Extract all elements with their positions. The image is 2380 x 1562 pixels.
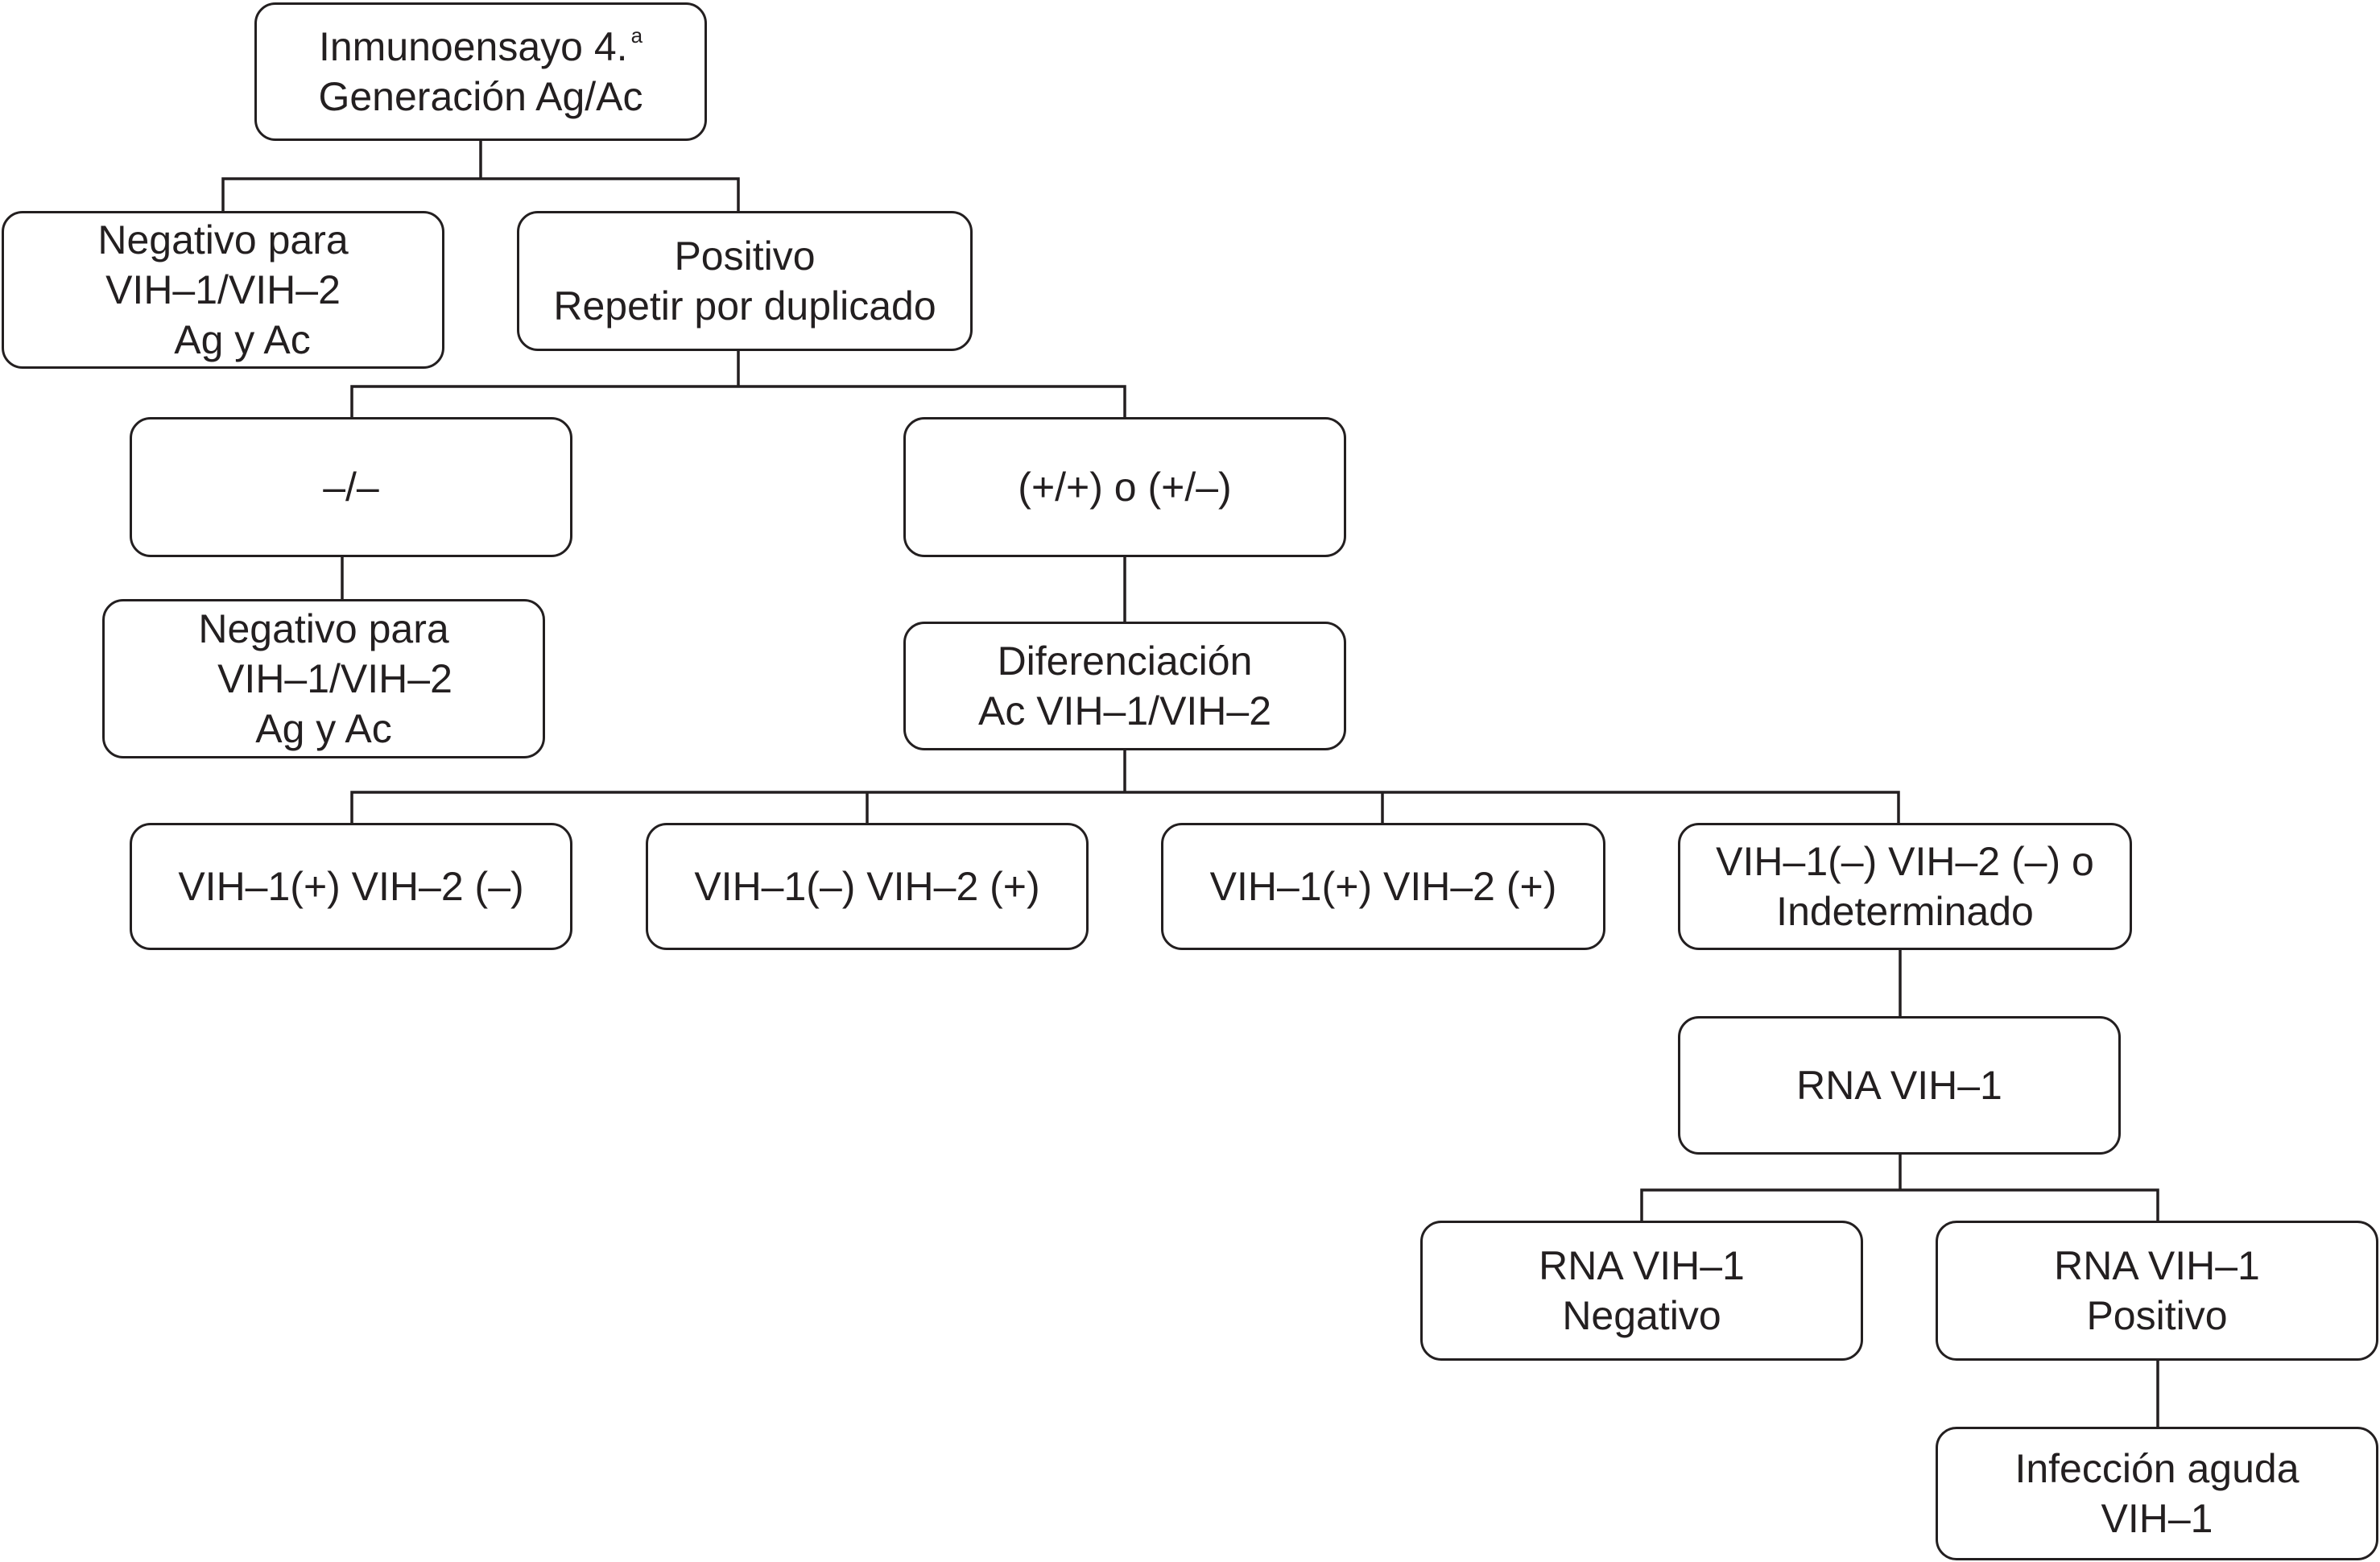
- node-negative-2-line1: Negativo para: [198, 606, 449, 651]
- node-immunoassay-superscript: a: [630, 23, 643, 48]
- connector-positivo-branch: [350, 349, 1126, 419]
- connector-root-branch: [221, 137, 740, 213]
- node-result-both-positive: VIH–1(+) VIH–2 (+): [1161, 823, 1605, 950]
- node-result-hiv2-positive: VIH–1(–) VIH–2 (+): [646, 823, 1089, 950]
- node-immunoassay-title: Inmunoensayo 4.: [318, 24, 628, 69]
- node-result-negative-indeterminate: VIH–1(–) VIH–2 (–) o Indeterminado: [1678, 823, 2132, 950]
- node-immunoassay-subtitle: Generación Ag/Ac: [318, 74, 643, 119]
- node-negative-1-line3: Ag y Ac: [174, 317, 311, 362]
- node-differentiation-line2: Ac VIH–1/VIH–2: [977, 688, 1272, 733]
- node-duplicate-negative-label: –/–: [323, 465, 379, 510]
- node-rna-test-label: RNA VIH–1: [1796, 1063, 2002, 1108]
- node-positive-line1: Positivo: [674, 233, 816, 279]
- node-rna-positive-line2: Positivo: [2086, 1293, 2228, 1338]
- node-rna-negative-line2: Negativo: [1562, 1293, 1721, 1338]
- node-negative-1-line2: VIH–1/VIH–2: [105, 267, 341, 312]
- node-negative-result-2: Negativo para VIH–1/VIH–2 Ag y Ac: [102, 599, 545, 758]
- node-result-both-positive-label: VIH–1(+) VIH–2 (+): [1209, 864, 1557, 909]
- node-result-negative-indeterminate-line2: Indeterminado: [1776, 889, 2034, 934]
- node-rna-positive: RNA VIH–1 Positivo: [1936, 1221, 2378, 1361]
- connector-rna-branch: [1640, 1153, 2159, 1222]
- node-result-negative-indeterminate-line1: VIH–1(–) VIH–2 (–) o: [1716, 839, 2094, 884]
- node-acute-infection: Infección aguda VIH–1: [1936, 1427, 2378, 1560]
- node-duplicate-positive-label: (+/+) o (+/–): [1018, 465, 1232, 510]
- node-acute-infection-line2: VIH–1: [2101, 1496, 2213, 1541]
- node-negative-2-line2: VIH–1/VIH–2: [217, 656, 452, 701]
- node-duplicate-negative: –/–: [130, 417, 572, 557]
- node-rna-test: RNA VIH–1: [1678, 1016, 2121, 1155]
- node-negative-1-line1: Negativo para: [97, 217, 349, 262]
- node-acute-infection-line1: Infección aguda: [2014, 1446, 2299, 1491]
- node-negative-result-1: Negativo para VIH–1/VIH–2 Ag y Ac: [2, 211, 444, 369]
- node-result-hiv1-positive: VIH–1(+) VIH–2 (–): [130, 823, 572, 950]
- node-immunoassay-4th-gen: Inmunoensayo 4.a Generación Ag/Ac: [254, 2, 707, 141]
- node-result-hiv2-positive-label: VIH–1(–) VIH–2 (+): [694, 864, 1040, 909]
- node-differentiation-line1: Diferenciación: [997, 638, 1253, 684]
- node-duplicate-positive: (+/+) o (+/–): [903, 417, 1346, 557]
- node-rna-negative-line1: RNA VIH–1: [1539, 1243, 1745, 1288]
- node-result-hiv1-positive-label: VIH–1(+) VIH–2 (–): [178, 864, 524, 909]
- node-rna-negative: RNA VIH–1 Negativo: [1420, 1221, 1863, 1361]
- node-negative-2-line3: Ag y Ac: [255, 706, 392, 751]
- node-positive-line2: Repetir por duplicado: [553, 283, 936, 329]
- node-rna-positive-line1: RNA VIH–1: [2054, 1243, 2260, 1288]
- connector-diff-branch: [350, 749, 1900, 824]
- node-positive-repeat: Positivo Repetir por duplicado: [517, 211, 973, 351]
- node-differentiation: Diferenciación Ac VIH–1/VIH–2: [903, 622, 1346, 750]
